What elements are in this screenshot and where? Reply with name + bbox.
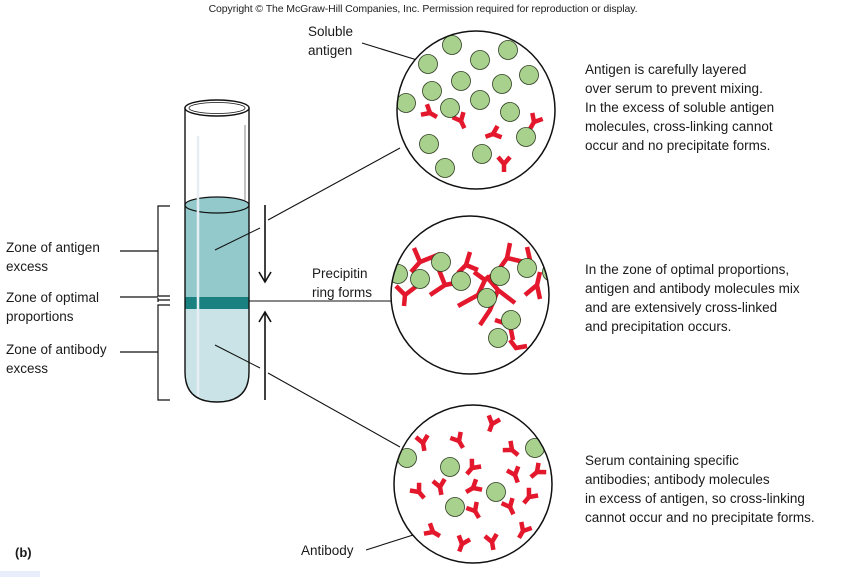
label-zone-optimal: Zone of optimal proportions xyxy=(6,290,100,324)
antibody-excess-zone xyxy=(185,309,249,402)
leader-antigen-zone xyxy=(214,227,261,251)
liquid-surface xyxy=(184,196,250,214)
tube-rim xyxy=(184,99,250,117)
antigen-molecules xyxy=(397,438,545,517)
bracket-antibody-excess xyxy=(157,304,170,401)
description-antigen-excess: Antigen is carefully layered over serum … xyxy=(585,62,775,153)
label-zone-antibody-excess: Zone of antibody excess xyxy=(6,342,107,376)
description-optimal-proportions: In the zone of optimal proportions, anti… xyxy=(585,262,800,334)
callout-antibody: Antibody xyxy=(301,543,354,558)
callout-soluble-antigen: Soluble antigen xyxy=(308,24,354,58)
precipitin-ring xyxy=(185,297,249,309)
circle-optimal-proportions xyxy=(390,215,550,375)
corner-tab xyxy=(0,571,40,577)
description-antibody-excess: Serum containing specific antibodies; an… xyxy=(585,453,815,525)
antibody-lattice xyxy=(394,242,543,351)
circle-antigen-excess xyxy=(396,30,556,190)
antigen-molecules xyxy=(397,35,539,178)
circle-antibody-excess xyxy=(393,404,553,564)
up-arrow xyxy=(258,310,272,400)
down-arrow xyxy=(258,205,272,284)
bracket-optimal xyxy=(157,298,170,302)
test-tube xyxy=(184,99,250,403)
panel-label: (b) xyxy=(15,545,32,560)
bracket-antigen-excess xyxy=(157,205,170,297)
callout-precipitin-ring: Precipitin ring forms xyxy=(312,266,373,300)
zone-brackets xyxy=(120,205,170,401)
copyright-notice: Copyright © The McGraw-Hill Companies, I… xyxy=(208,3,638,15)
antigen-excess-zone xyxy=(185,205,249,297)
label-zone-antigen-excess: Zone of antigen excess xyxy=(6,240,100,274)
leader-antibody-zone xyxy=(214,344,261,369)
